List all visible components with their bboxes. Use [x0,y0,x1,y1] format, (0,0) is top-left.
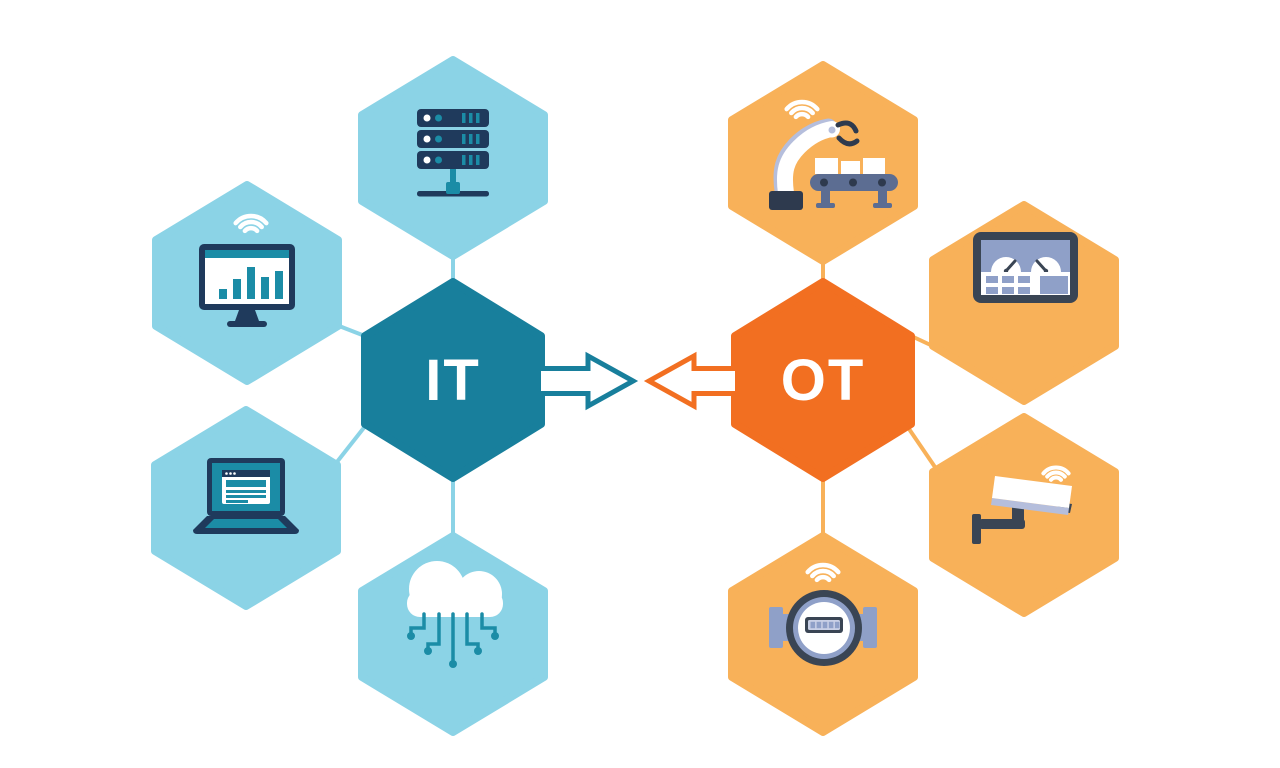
server-unit [417,151,489,169]
arrow-left-icon [643,351,735,411]
gripper-finger [836,135,860,147]
connector-camera-ot [905,424,939,472]
server-stand-stem [450,167,456,185]
conveyor-foot [816,203,835,208]
monitor-titlebar [205,250,289,258]
gauge-left [991,257,1021,274]
panel-buttons [986,276,1068,294]
cctv-camera-icon [972,465,1072,544]
hexagon-ot-center [731,278,915,482]
smart-meter-icon [769,562,877,666]
conveyor-belt [810,158,898,208]
cloud-shape [407,561,503,617]
laptop-icon [193,458,299,534]
server-network-hub [446,182,460,194]
panel-display [1040,276,1068,294]
wifi-icon [233,213,269,234]
server-unit [417,109,489,127]
cloud-network-icon [407,561,503,668]
robot-base [769,191,803,210]
text-line [226,500,248,503]
wireless-monitor-analytics-icon [199,213,295,327]
camera-mount [972,505,1025,544]
wifi-icon [784,99,820,120]
wifi-icon [805,562,841,583]
circuit-lines [407,612,499,668]
text-line [226,490,266,493]
hexagon-it-center [361,278,545,482]
wifi-icon [1041,465,1071,482]
bar-chart [219,267,283,299]
box [841,161,860,174]
conveyor-leg [878,191,887,204]
browser-titlebar [222,470,270,477]
laptop-keyboard [205,519,287,528]
ot-label: OT [781,348,866,413]
box [815,158,838,174]
monitor-stand [235,310,259,321]
conveyor-foot [873,203,892,208]
gripper-finger [835,120,859,134]
camera-underside [991,498,1069,515]
robot-arm [776,121,840,201]
meter-digits [810,621,840,629]
server-unit [417,130,489,148]
robot-wrist-joint [828,126,836,134]
arrow-right-icon [541,351,639,411]
it-label: IT [425,348,481,413]
monitor-base [227,321,267,327]
conveyor-leg [821,191,830,204]
box [863,158,885,174]
control-panel-gauges-icon [973,232,1078,303]
server-rack-icon [417,109,489,197]
camera-body [992,476,1072,508]
browser-header-band [226,480,266,487]
text-line [226,495,266,498]
robotic-arm-conveyor-icon [769,99,898,210]
